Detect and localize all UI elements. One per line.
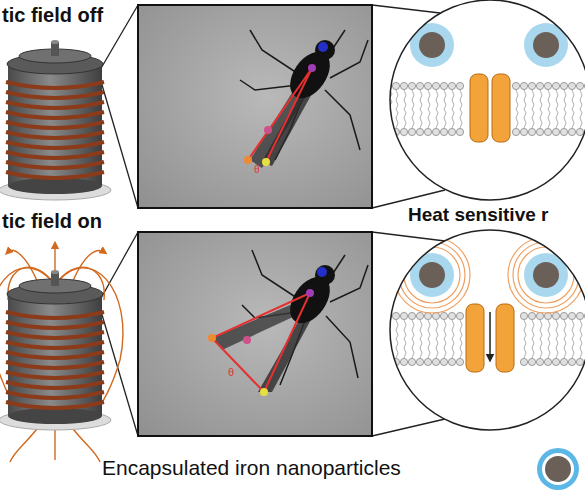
angle-label: θ [254, 164, 260, 175]
membrane-inset [384, 0, 585, 210]
nanoparticle-icon [537, 448, 579, 490]
caption-text: Encapsulated iron nanoparticles [102, 456, 401, 479]
angle-label: θ [228, 366, 234, 378]
electromagnet-coil [0, 40, 111, 200]
zoom-lines [100, 5, 445, 436]
inset-heading: Heat sensitive r [408, 205, 548, 226]
panel-heading: tic field on [2, 210, 102, 232]
panel-heading: tic field off [2, 4, 103, 26]
fly-photo [138, 5, 372, 208]
membrane-inset [384, 225, 585, 435]
fly-photo [138, 232, 372, 436]
electromagnet-coil [0, 245, 123, 462]
